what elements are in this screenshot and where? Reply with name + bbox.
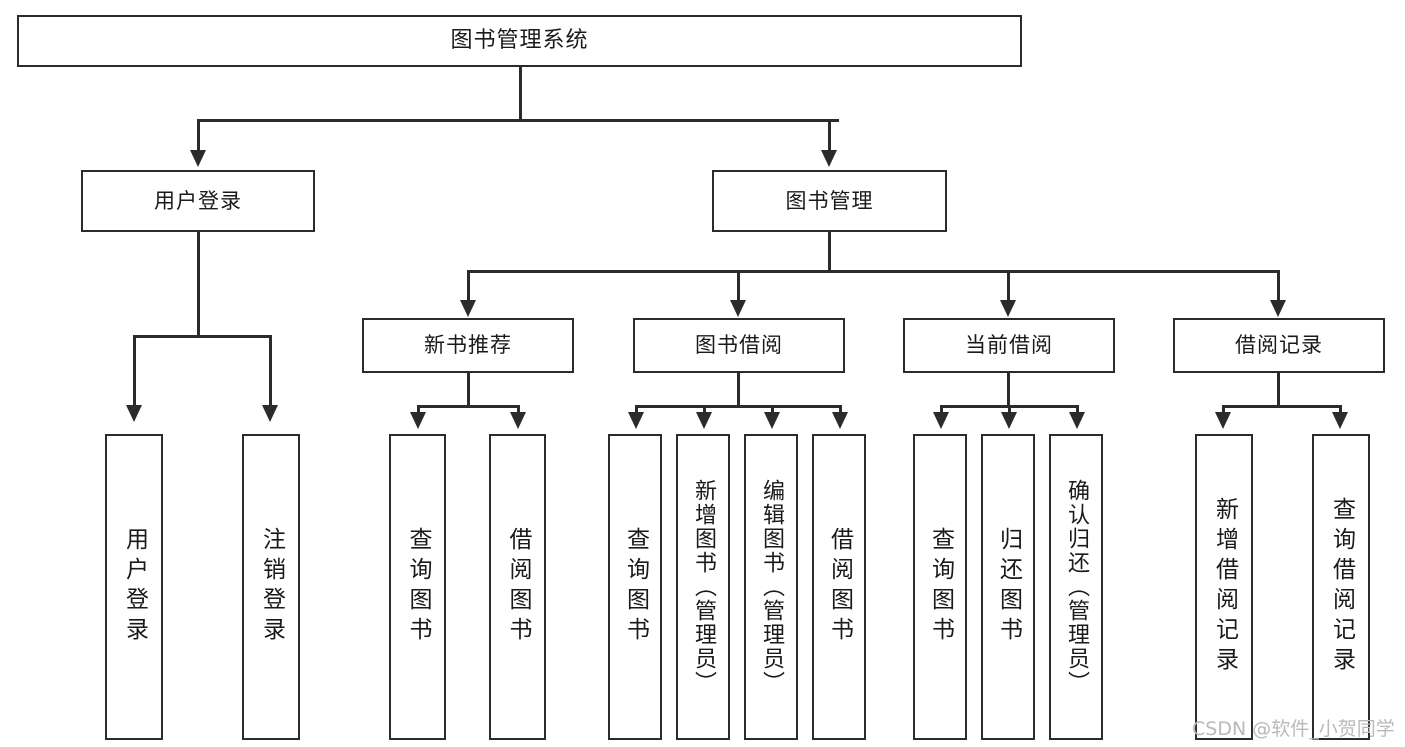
arrow-user-login-leaf-1 [126, 405, 142, 422]
leaf-br-query-record[interactable]: 查询借阅记录 [1312, 434, 1370, 740]
arrow-bb-leaf-3 [764, 412, 780, 429]
arrow-user-login-leaf-2 [262, 405, 278, 422]
node-label: 确认归还（管理员） [1064, 479, 1089, 695]
node-label: 新增图书（管理员） [691, 479, 716, 695]
connector-book-management-stem [828, 232, 831, 270]
arrow-to-book-borrow [730, 300, 746, 317]
leaf-logout[interactable]: 注销登录 [242, 434, 300, 740]
leaf-user-login[interactable]: 用户登录 [105, 434, 163, 740]
arrow-nbr-leaf-1 [410, 412, 426, 429]
leaf-nbr-query-book[interactable]: 查询图书 [389, 434, 446, 740]
connector-cb-leaf-1 [940, 405, 943, 417]
leaf-bb-add-book-admin[interactable]: 新增图书（管理员） [676, 434, 730, 740]
node-label: 当前借阅 [965, 333, 1053, 358]
node-borrow-record[interactable]: 借阅记录 [1173, 318, 1385, 373]
connector-nbr-leaf-2 [517, 405, 520, 417]
connector-bb-leaf-3 [771, 405, 774, 417]
connector-current-borrow-stem [1007, 373, 1010, 405]
connector-br-leaf-1 [1222, 405, 1225, 417]
connector-user-login-bus [133, 335, 271, 338]
connector-br-leaf-2 [1339, 405, 1342, 417]
connector-user-login-leaf-2 [269, 335, 272, 407]
node-user-login[interactable]: 用户登录 [81, 170, 315, 232]
node-label: 查询图书 [622, 527, 649, 647]
node-label: 借阅图书 [826, 527, 853, 647]
arrow-to-current-borrow [1000, 300, 1016, 317]
connector-cb-leaf-2 [1008, 405, 1011, 417]
leaf-bb-borrow-book[interactable]: 借阅图书 [812, 434, 866, 740]
arrow-cb-leaf-3 [1069, 412, 1085, 429]
arrow-to-user-login [190, 150, 206, 167]
arrow-nbr-leaf-2 [510, 412, 526, 429]
connector-bb-leaf-4 [839, 405, 842, 417]
connector-root-to-book-management [828, 119, 831, 152]
connector-new-book-recommend-stem [467, 373, 470, 405]
node-label: 注销登录 [258, 527, 285, 647]
arrow-to-new-book-recommend [460, 300, 476, 317]
node-label: 查询图书 [927, 527, 954, 647]
leaf-cb-query-book[interactable]: 查询图书 [913, 434, 967, 740]
node-new-book-recommend[interactable]: 新书推荐 [362, 318, 574, 373]
leaf-br-add-record[interactable]: 新增借阅记录 [1195, 434, 1253, 740]
node-label: 归还图书 [995, 527, 1022, 647]
connector-book-borrow-bus [635, 405, 841, 408]
node-label: 用户登录 [121, 527, 148, 647]
connector-user-login-stem [197, 232, 200, 335]
connector-book-management-bus [467, 270, 1280, 273]
node-current-borrow[interactable]: 当前借阅 [903, 318, 1115, 373]
connector-user-login-leaf-1 [133, 335, 136, 407]
connector-bb-leaf-2 [703, 405, 706, 417]
connector-to-book-borrow [737, 270, 740, 302]
leaf-nbr-borrow-book[interactable]: 借阅图书 [489, 434, 546, 740]
connector-cb-leaf-3 [1076, 405, 1079, 417]
node-label: 借阅图书 [505, 527, 531, 647]
node-label: 编辑图书（管理员） [759, 479, 784, 695]
connector-borrow-record-bus [1222, 405, 1341, 408]
arrow-cb-leaf-1 [933, 412, 949, 429]
connector-to-current-borrow [1007, 270, 1010, 302]
arrow-br-leaf-2 [1332, 412, 1348, 429]
node-label: 图书管理系统 [450, 28, 589, 54]
connector-root-to-user-login [197, 119, 200, 152]
arrow-to-borrow-record [1270, 300, 1286, 317]
arrow-cb-leaf-2 [1001, 412, 1017, 429]
arrow-bb-leaf-4 [832, 412, 848, 429]
node-label: 用户登录 [154, 188, 242, 213]
node-label: 借阅记录 [1235, 333, 1323, 358]
node-label: 查询借阅记录 [1328, 497, 1355, 677]
arrow-bb-leaf-1 [628, 412, 644, 429]
connector-bb-leaf-1 [635, 405, 638, 417]
node-label: 查询图书 [405, 527, 431, 647]
connector-to-new-book-recommend [467, 270, 470, 302]
leaf-cb-return-book[interactable]: 归还图书 [981, 434, 1035, 740]
node-root-book-management-system[interactable]: 图书管理系统 [17, 15, 1022, 67]
arrow-to-book-management [821, 150, 837, 167]
node-label: 新书推荐 [424, 333, 512, 358]
connector-new-book-recommend-bus [417, 405, 519, 408]
node-label: 图书管理 [785, 188, 874, 213]
leaf-bb-query-book[interactable]: 查询图书 [608, 434, 662, 740]
node-label: 图书借阅 [695, 333, 783, 358]
leaf-cb-confirm-return-admin[interactable]: 确认归还（管理员） [1049, 434, 1103, 740]
connector-borrow-record-stem [1277, 373, 1280, 405]
connector-book-borrow-stem [737, 373, 740, 405]
node-book-borrow[interactable]: 图书借阅 [633, 318, 845, 373]
arrow-bb-leaf-2 [696, 412, 712, 429]
connector-nbr-leaf-1 [417, 405, 420, 417]
connector-to-borrow-record [1277, 270, 1280, 302]
arrow-br-leaf-1 [1215, 412, 1231, 429]
node-label: 新增借阅记录 [1211, 497, 1238, 677]
connector-root-stem [519, 67, 522, 119]
connector-root-bus [197, 119, 839, 122]
leaf-bb-edit-book-admin[interactable]: 编辑图书（管理员） [744, 434, 798, 740]
node-book-management[interactable]: 图书管理 [712, 170, 947, 232]
